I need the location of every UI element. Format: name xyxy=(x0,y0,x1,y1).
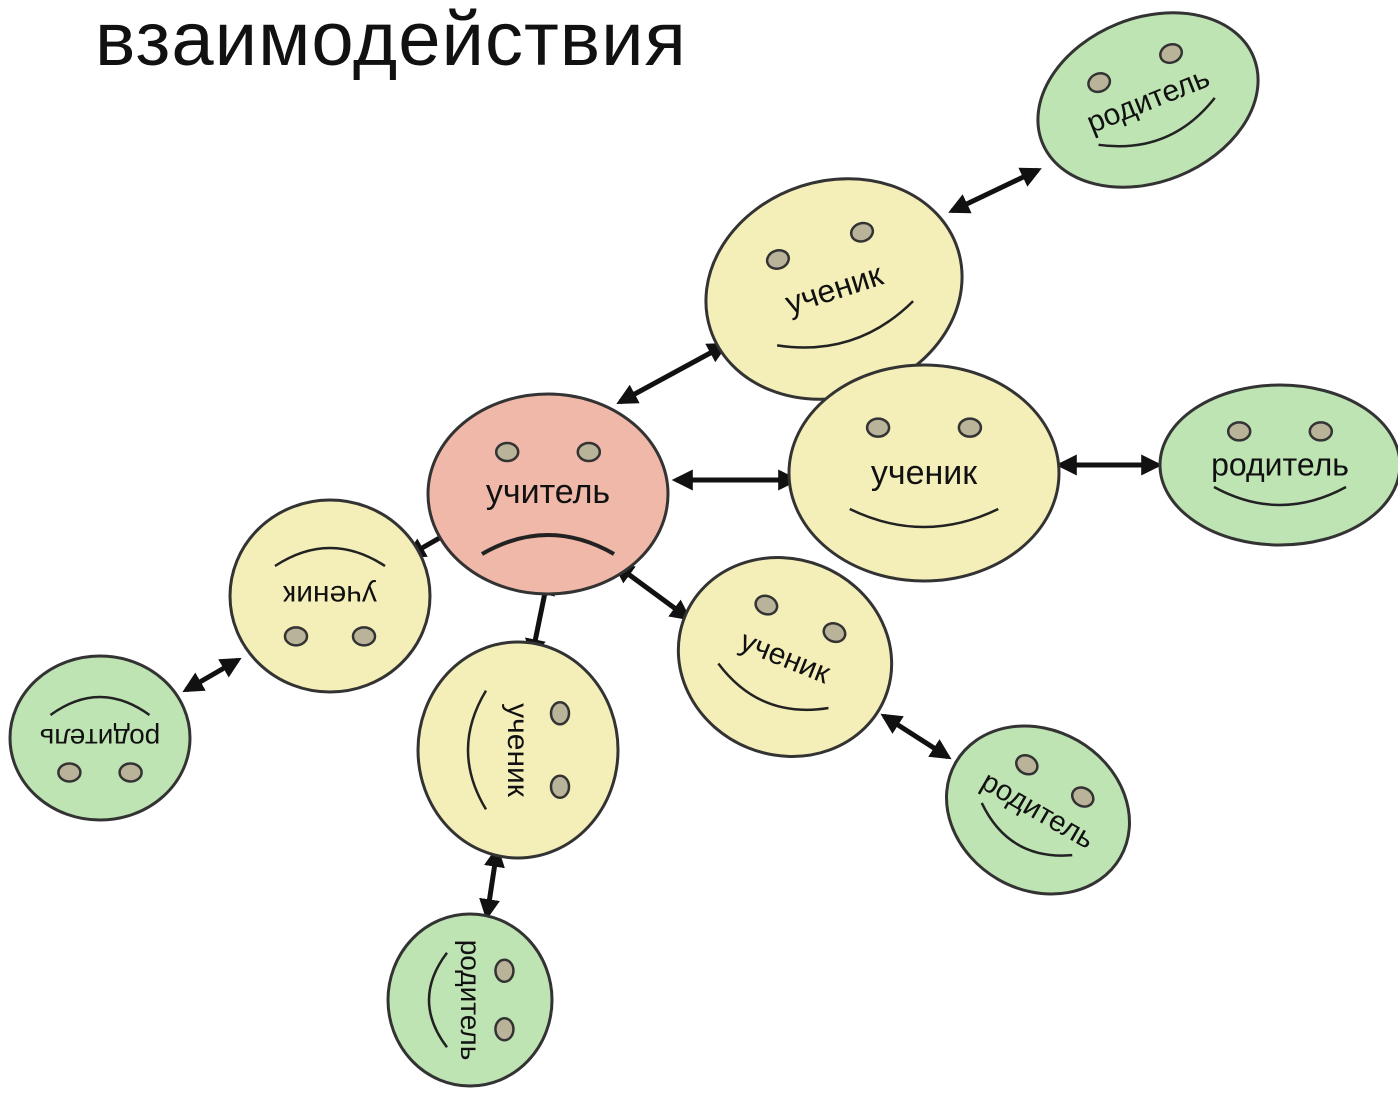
student-1-right-eye xyxy=(849,221,875,243)
student-4-right-eye xyxy=(549,774,571,799)
parent-4-right-eye xyxy=(494,1016,515,1042)
parent-4-left-eye xyxy=(494,958,515,984)
parent-4-smile xyxy=(427,951,448,1049)
parent-5-left-eye xyxy=(118,762,143,783)
student-4-circle xyxy=(416,640,620,860)
parent-3-smile xyxy=(980,802,1073,857)
teacher-frown xyxy=(481,533,615,556)
teacher-left-eye xyxy=(494,441,520,463)
parent-2-smile xyxy=(1213,485,1347,507)
link-arrow-teacher-student-1 xyxy=(616,342,729,405)
student-3-smile xyxy=(717,662,829,712)
face-parent-3: родитель xyxy=(945,724,1131,896)
student-4-smile xyxy=(466,689,488,811)
face-student-5: ученик xyxy=(228,498,432,694)
parent-3-circle xyxy=(945,724,1131,896)
parent-5-right-eye xyxy=(57,762,82,783)
parent-3-left-eye xyxy=(1015,753,1039,776)
parent-5-circle xyxy=(8,654,192,822)
student-4-left-eye xyxy=(549,701,571,726)
link-arrow-student-5-parent-5 xyxy=(182,657,242,693)
student-2-right-eye xyxy=(957,417,983,438)
teacher-right-eye xyxy=(576,441,602,463)
diagram-title: взаимодействия xyxy=(95,0,687,82)
face-parent-1: родитель xyxy=(1036,11,1260,189)
student-1-smile xyxy=(776,300,915,349)
parent-2-label: родитель xyxy=(1211,447,1349,483)
parent-1-left-eye xyxy=(1087,72,1112,94)
parent-5-label: родитель xyxy=(40,723,161,754)
parent-1-right-eye xyxy=(1159,42,1184,65)
teacher-circle xyxy=(426,392,670,596)
parent-2-left-eye xyxy=(1226,421,1252,442)
student-4-label: ученик xyxy=(501,703,534,798)
link-arrow-student-3-parent-3 xyxy=(880,713,952,760)
teacher-label: учитель xyxy=(486,473,610,511)
student-5-label: ученик xyxy=(282,579,377,612)
student-2-label: ученик xyxy=(871,454,978,492)
face-student-2: ученик xyxy=(787,363,1061,583)
student-2-smile xyxy=(849,507,999,529)
parent-4-circle xyxy=(386,912,554,1088)
student-5-smile xyxy=(274,546,386,568)
face-parent-2: родитель xyxy=(1158,383,1398,547)
face-teacher: учитель xyxy=(426,392,670,596)
link-arrow-student-4-parent-4 xyxy=(479,845,505,921)
link-arrow-student-1-parent-1 xyxy=(948,167,1042,214)
parent-1-smile xyxy=(1098,97,1216,148)
student-3-right-eye xyxy=(822,622,847,644)
face-student-4: ученик xyxy=(416,640,620,860)
parent-4-label: родитель xyxy=(455,940,486,1061)
student-5-circle xyxy=(228,498,432,694)
face-student-3: ученик xyxy=(676,556,894,758)
parent-3-right-eye xyxy=(1070,786,1095,808)
face-parent-4: родитель xyxy=(386,912,554,1088)
student-1-left-eye xyxy=(765,249,791,270)
student-3-circle xyxy=(676,556,894,758)
parent-2-right-eye xyxy=(1308,421,1334,442)
parent-1-circle xyxy=(1036,11,1260,189)
face-parent-5: родитель xyxy=(8,654,192,822)
student-3-left-eye xyxy=(754,594,779,616)
student-5-left-eye xyxy=(351,626,377,647)
link-arrow-teacher-student-3 xyxy=(612,562,692,621)
student-2-left-eye xyxy=(865,417,891,438)
parent-5-smile xyxy=(49,695,151,717)
student-5-right-eye xyxy=(283,626,309,647)
student-2-circle xyxy=(787,363,1061,583)
parent-2-circle xyxy=(1158,383,1398,547)
